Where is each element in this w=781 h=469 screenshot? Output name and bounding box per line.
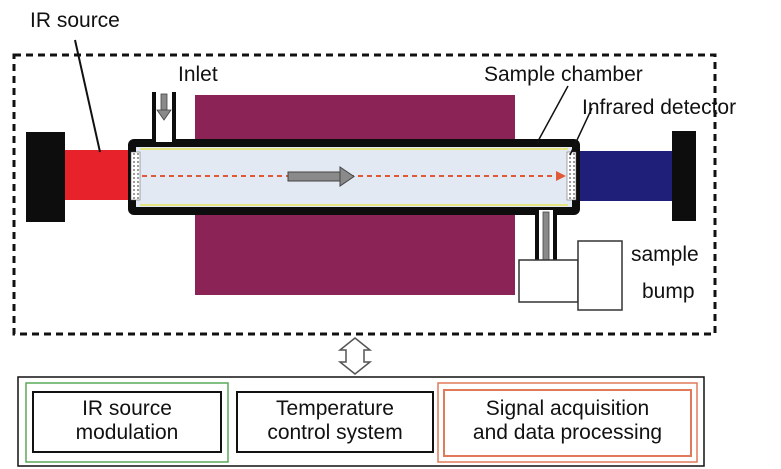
module-ir-source-modulation-frame	[25, 382, 229, 463]
module-temperature-control-text: Temperature control system	[237, 397, 433, 445]
inlet-pipe-right-wall	[172, 92, 176, 142]
outlet-pipe-right-wall	[553, 210, 557, 302]
sample-bump-label-line1: sample	[631, 243, 699, 266]
module-2-line-1: Temperature	[276, 397, 394, 420]
ir-source-leader	[74, 39, 101, 153]
detector-end-cap	[672, 131, 696, 221]
sample-chamber-label: Sample chamber	[484, 63, 643, 86]
flow-arrow-head	[339, 166, 355, 187]
system-enclosure	[12, 53, 717, 336]
module-3-line-2: and data processing	[472, 421, 663, 444]
inlet-arrow-head	[156, 109, 172, 121]
module-1-line-2: modulation	[75, 421, 179, 444]
module-2-line-2: control system	[267, 421, 403, 444]
module-signal-acquisition-text: Signal acquisition and data processing	[444, 397, 691, 445]
module-signal-acquisition-frame	[437, 382, 698, 463]
sample-chamber-leader	[536, 85, 569, 144]
right-window	[566, 151, 577, 201]
inlet-pipe-left-wall	[152, 92, 156, 142]
ir-source-label: IR source	[30, 9, 120, 32]
module-3-line-1: Signal acquisition	[485, 397, 650, 420]
left-window	[130, 151, 141, 201]
sample-bump-label-line2: bump	[642, 280, 695, 303]
sample-bump-box-right	[577, 240, 623, 311]
module-1-line-1: IR source	[82, 397, 172, 420]
module-signal-acquisition	[443, 389, 692, 457]
module-ir-source-modulation	[32, 391, 222, 453]
outlet-pipe-left-wall	[535, 210, 539, 302]
bidirectional-arrow	[337, 337, 373, 375]
ir-beam-arrowhead	[556, 171, 566, 181]
inlet-label: Inlet	[178, 63, 218, 86]
source-end-cap	[26, 132, 65, 222]
infrared-detector-block	[578, 151, 672, 201]
infrared-detector-label: Infrared detector	[582, 96, 737, 119]
sample-bump-box-left	[518, 259, 579, 303]
ir-source-block	[65, 150, 130, 200]
module-ir-source-modulation-text: IR source modulation	[33, 397, 221, 445]
flow-arrow-shaft	[287, 171, 341, 182]
inlet-arrow-shaft	[160, 93, 168, 111]
module-temperature-control	[236, 391, 434, 453]
infrared-detector-leader	[569, 107, 593, 156]
